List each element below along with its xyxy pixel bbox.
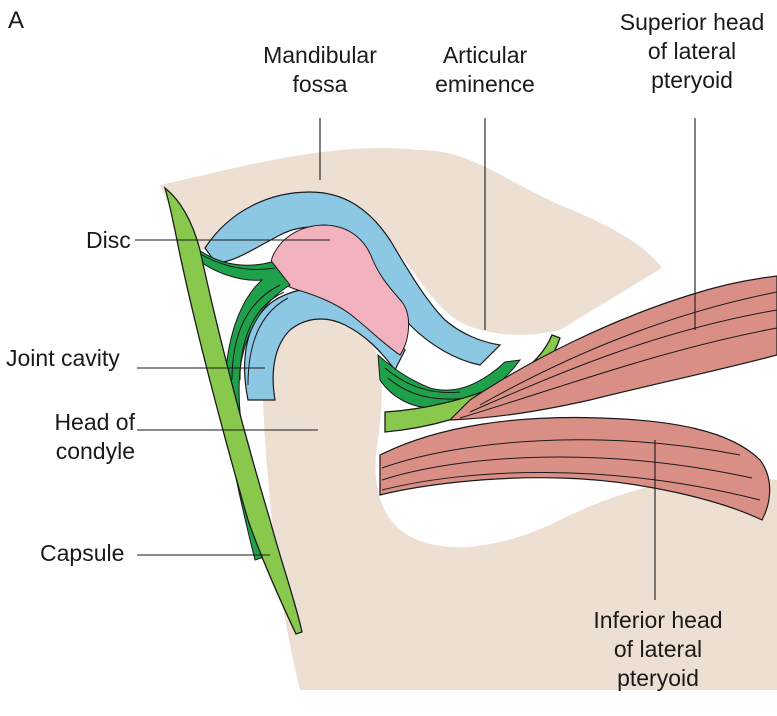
label-mandibular-fossa: Mandibular fossa: [250, 41, 390, 99]
label-capsule: Capsule: [40, 539, 124, 568]
label-articular-eminence: Articular eminence: [420, 41, 550, 99]
label-articular-eminence-line2: eminence: [420, 70, 550, 99]
label-articular-eminence-line1: Articular: [420, 41, 550, 70]
label-superior-head-line1: Superior head: [612, 8, 772, 37]
label-disc: Disc: [86, 226, 131, 255]
label-head-of-condyle: Head of condyle: [20, 408, 135, 466]
label-head-of-condyle-line2: condyle: [20, 437, 135, 466]
label-joint-cavity: Joint cavity: [6, 344, 120, 373]
label-inferior-head: Inferior head of lateral pteryoid: [578, 606, 738, 693]
label-inferior-head-line3: pteryoid: [578, 664, 738, 693]
label-superior-head: Superior head of lateral pteryoid: [612, 8, 772, 95]
label-superior-head-line2: of lateral: [612, 37, 772, 66]
label-inferior-head-line2: of lateral: [578, 635, 738, 664]
label-superior-head-line3: pteryoid: [612, 66, 772, 95]
label-mandibular-fossa-line2: fossa: [250, 70, 390, 99]
panel-letter: A: [8, 6, 24, 35]
label-inferior-head-line1: Inferior head: [578, 606, 738, 635]
label-mandibular-fossa-line1: Mandibular: [250, 41, 390, 70]
label-head-of-condyle-line1: Head of: [20, 408, 135, 437]
